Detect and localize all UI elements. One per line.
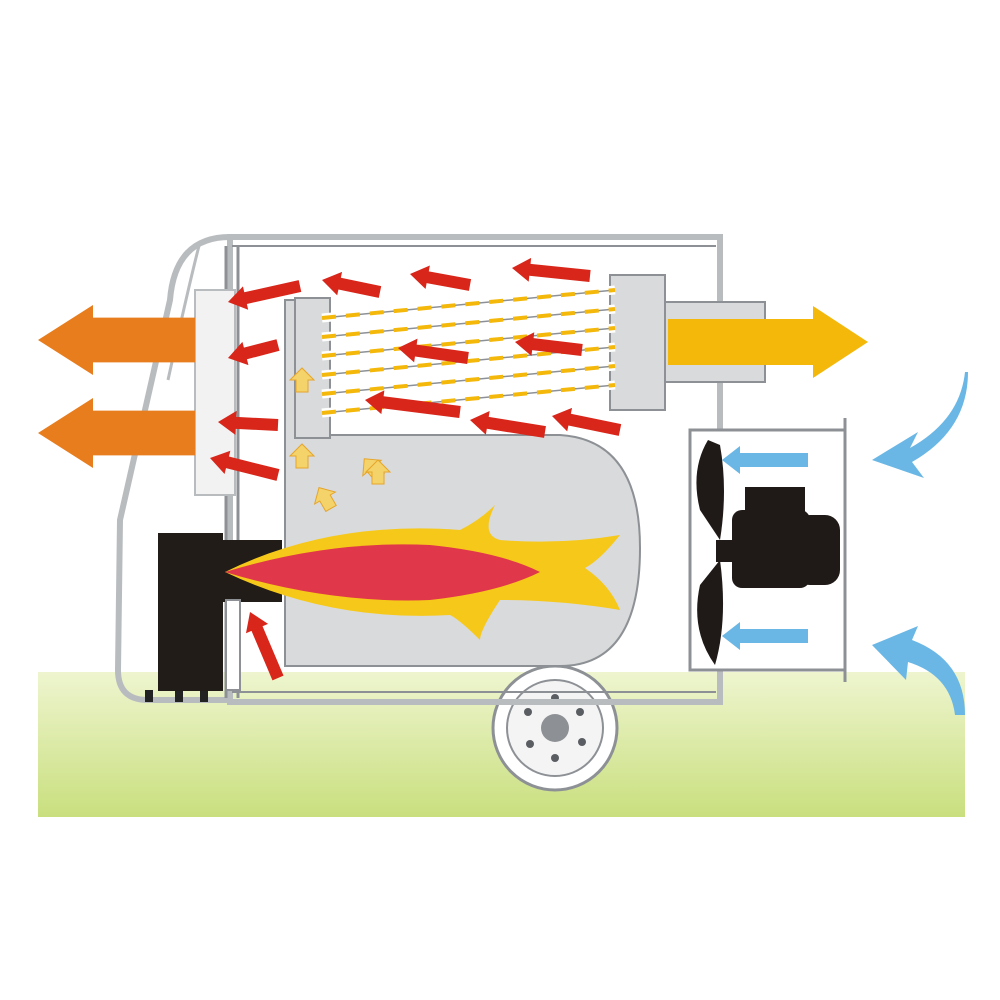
heat-rise-arrow	[313, 486, 337, 513]
frame-feet	[145, 690, 208, 702]
manifold-right	[609, 274, 666, 411]
airflow-arrows	[38, 257, 968, 715]
fan-intake-arrow	[722, 446, 808, 474]
heat-exchanger-tubes	[321, 285, 616, 418]
combustion-flow-arrow	[470, 410, 546, 438]
combustion-flow-arrow	[245, 611, 284, 681]
combustion-flow-arrow	[409, 265, 472, 291]
exchanger-tube-flow	[321, 288, 616, 320]
motor-icon	[732, 487, 840, 588]
exchanger-tube-flow	[321, 364, 616, 396]
hot-air-outlet-arrow	[38, 305, 195, 375]
combustion-flow-arrow	[321, 271, 382, 298]
wheel-icon	[491, 664, 619, 792]
flame-icon	[225, 505, 620, 640]
burner-icon	[158, 533, 223, 691]
combustion-flow-arrow	[364, 390, 461, 418]
combustion-flow-arrow	[511, 257, 591, 282]
exchanger-tube-flow	[321, 307, 616, 339]
fan-intake-arrow	[722, 622, 808, 650]
hot-air-outlet-arrow	[38, 398, 195, 468]
cold-air-inlet-arrow	[872, 372, 968, 478]
exchanger-tube-flow	[321, 383, 616, 415]
combustion-flow-arrow	[227, 280, 302, 310]
burner-grille	[225, 599, 241, 691]
heat-rise-arrow	[288, 367, 316, 393]
combustion-flow-arrow	[227, 339, 280, 366]
heat-rise-arrow	[364, 459, 392, 485]
combustion-flow-arrow	[217, 410, 279, 435]
exhaust-outlet-arrow	[668, 306, 868, 378]
exchanger-tube-flow	[321, 326, 616, 358]
combustion-flow-arrow	[397, 338, 469, 364]
heat-rise-arrow	[288, 443, 316, 469]
combustion-flow-arrow	[515, 332, 583, 357]
combustion-flow-arrow	[552, 407, 622, 436]
combustion-flow-arrow	[209, 450, 280, 481]
cold-air-inlet-arrow	[872, 626, 965, 715]
